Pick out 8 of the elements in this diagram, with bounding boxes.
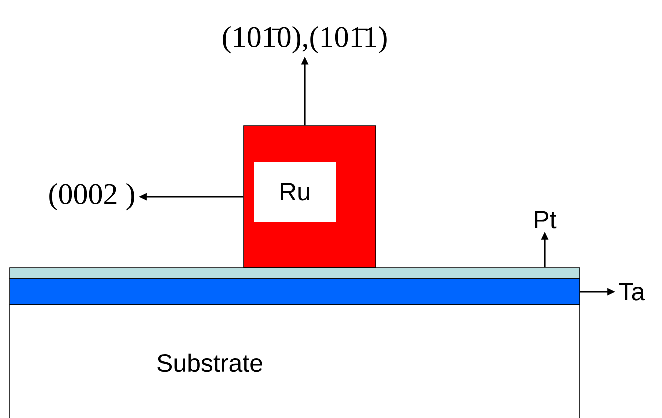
label-text: Ta	[619, 283, 646, 301]
layer-bar	[10, 268, 580, 280]
ru-block: Ru	[244, 126, 376, 268]
substrate-block: Substrate	[10, 304, 580, 418]
label-text: (101̄0),(101̄1)	[223, 26, 387, 54]
layer-bar	[10, 278, 580, 306]
label-text: (0002 )	[50, 183, 134, 211]
label-text: Pt	[535, 211, 557, 229]
